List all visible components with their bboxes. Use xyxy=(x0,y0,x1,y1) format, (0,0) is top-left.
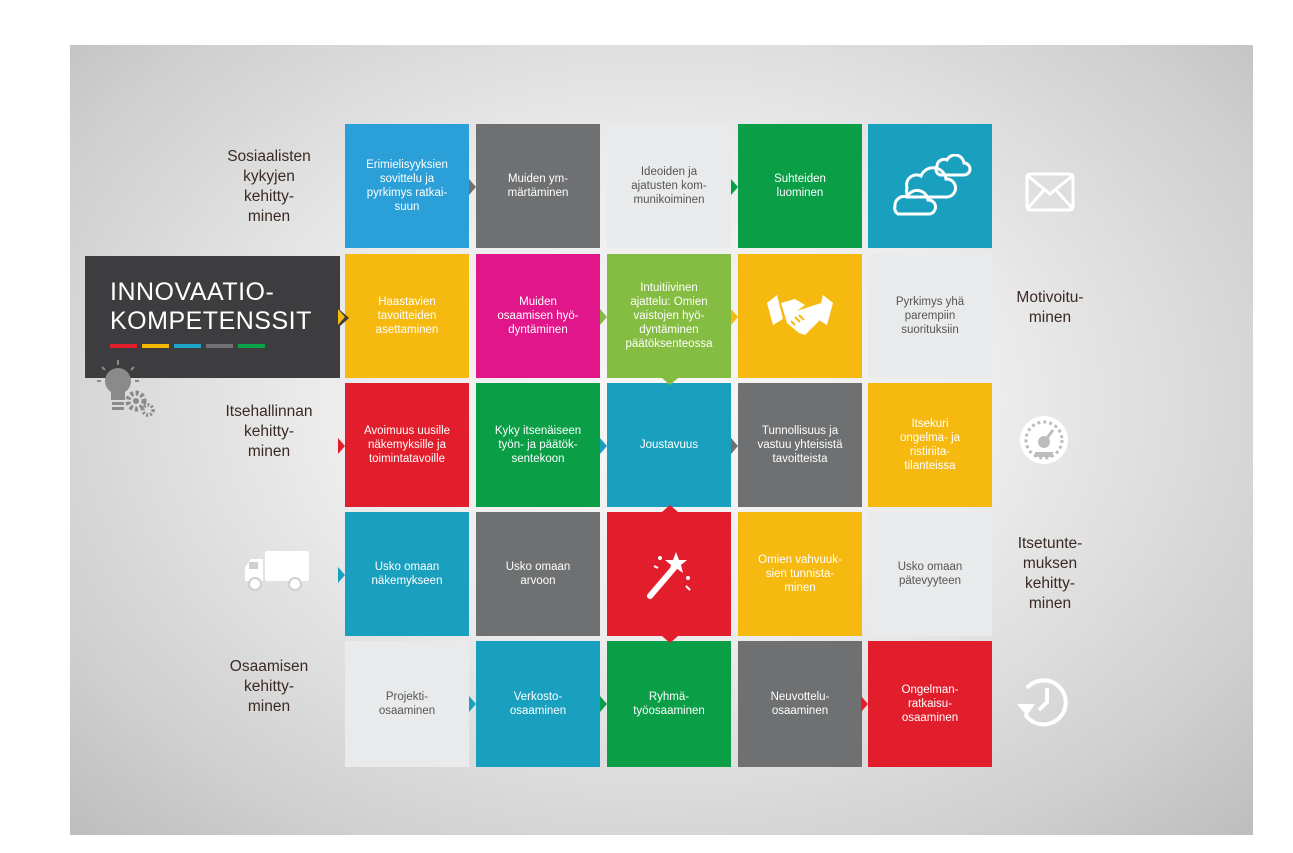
tile-label: Muiden osaamisen hyö- dyntäminen xyxy=(497,296,579,336)
tile-label: Pyrkimys yhä parempiin suorituksiin xyxy=(895,296,965,336)
history-icon xyxy=(1017,678,1068,727)
tile-arrow xyxy=(338,567,345,583)
tile-label: Neuvottelu- osaaminen xyxy=(770,691,830,717)
tile-label: Usko omaan arvoon xyxy=(505,561,571,587)
tile-label: Verkosto- osaaminen xyxy=(509,691,567,717)
tile: Haastavien tavoitteiden asettaminen xyxy=(345,254,469,378)
tile: Usko omaan arvoon xyxy=(476,512,600,636)
lightbulb-gears-icon xyxy=(97,360,155,417)
tile: Avoimuus uusille näkemyksille ja toimint… xyxy=(345,383,469,507)
title-color-bar xyxy=(238,344,265,348)
tile-arrow xyxy=(861,696,868,712)
tile-handshake xyxy=(738,254,862,378)
right-label-self-esteem: Itsetunte- muksen kehitty- minen xyxy=(1017,535,1083,612)
speedometer-icon xyxy=(1020,416,1068,464)
left-label-self-management: Itsehallinnan kehitty- minen xyxy=(225,403,313,460)
tile-label: Ideoiden ja ajatusten kom- munikoiminen xyxy=(631,166,707,206)
tile: Neuvottelu- osaaminen xyxy=(738,641,862,767)
left-label-social: Sosiaalisten kykyjen kehitty- minen xyxy=(227,148,311,225)
tile: Muiden ym- märtäminen xyxy=(476,124,600,248)
tile: Intuitiivinen ajattelu: Omien vaistojen … xyxy=(607,254,731,378)
tile-arrow xyxy=(469,179,476,195)
tile-arrow xyxy=(338,438,345,454)
tile-arrow xyxy=(731,438,738,454)
tile: Itsekuri ongelma- ja ristiriita- tilante… xyxy=(868,383,992,507)
tile: Verkosto- osaaminen xyxy=(476,641,600,767)
clouds-icon xyxy=(885,153,975,218)
truck-icon xyxy=(245,551,309,591)
title-color-bar xyxy=(110,344,137,348)
tile: Tunnollisuus ja vastuu yhteisistä tavoit… xyxy=(738,383,862,507)
tile-arrow xyxy=(600,309,607,325)
tile-arrow xyxy=(600,438,607,454)
tile-label: Ryhmä- työosaaminen xyxy=(633,691,705,717)
tile: Usko omaan näkemykseen xyxy=(345,512,469,636)
tile-arrow xyxy=(662,636,678,643)
tile-arrow xyxy=(600,696,607,712)
tile-magic-wand xyxy=(607,512,731,636)
tile: Muiden osaamisen hyö- dyntäminen xyxy=(476,254,600,378)
left-label-expertise: Osaamisen kehitty- minen xyxy=(229,658,309,715)
title-color-bar xyxy=(142,344,169,348)
tile-label: Muiden ym- märtäminen xyxy=(507,173,569,199)
title-color-bar xyxy=(174,344,201,348)
title-color-bar xyxy=(206,344,233,348)
tile: Joustavuus xyxy=(607,383,731,507)
page-title: INNOVAATIO- KOMPETENSSIT xyxy=(110,278,312,335)
tile-label: Suhteiden luominen xyxy=(774,173,826,199)
tile-label: Haastavien tavoitteiden asettaminen xyxy=(375,296,439,336)
tile-label: Joustavuus xyxy=(639,439,699,451)
tile-arrow xyxy=(731,309,738,325)
envelope-icon xyxy=(1025,172,1075,212)
tile-label: Projekti- osaaminen xyxy=(378,691,436,717)
tile-label: Avoimuus uusille näkemyksille ja toimint… xyxy=(363,425,451,465)
tile-arrow xyxy=(469,696,476,712)
tile-label: Itsekuri ongelma- ja ristiriita- tilante… xyxy=(899,418,961,472)
tile: Kyky itsenäiseen työn- ja päätök- sentek… xyxy=(476,383,600,507)
tile-label: Tunnollisuus ja vastuu yhteisistä tavoit… xyxy=(757,425,843,465)
tile-arrow xyxy=(662,505,678,512)
tile: Ryhmä- työosaaminen xyxy=(607,641,731,767)
handshake-icon xyxy=(765,291,835,341)
tile-label: Ongelman- ratkaisu- osaaminen xyxy=(901,684,959,724)
tile: Suhteiden luominen xyxy=(738,124,862,248)
tile: Ideoiden ja ajatusten kom- munikoiminen xyxy=(607,124,731,248)
tile-arrow xyxy=(731,179,738,195)
tile-label: Kyky itsenäiseen työn- ja päätök- sentek… xyxy=(494,425,582,465)
tile-clouds xyxy=(868,124,992,248)
tile-label: Usko omaan pätevyyteen xyxy=(897,561,963,587)
tile: Pyrkimys yhä parempiin suorituksiin xyxy=(868,254,992,378)
tile-label: Erimielisyyksien sovittelu ja pyrkimys r… xyxy=(366,159,448,213)
right-label-motivation: Motivoitu- minen xyxy=(1016,289,1084,326)
tile-label: Usko omaan näkemykseen xyxy=(371,561,443,587)
tile: Projekti- osaaminen xyxy=(345,641,469,767)
tile: Omien vahvuuk- sien tunnista- minen xyxy=(738,512,862,636)
magic-wand-icon xyxy=(644,546,694,602)
tile: Erimielisyyksien sovittelu ja pyrkimys r… xyxy=(345,124,469,248)
tile-label: Omien vahvuuk- sien tunnista- minen xyxy=(758,554,842,594)
tile-label: Intuitiivinen ajattelu: Omien vaistojen … xyxy=(625,282,713,350)
tile-arrow xyxy=(662,378,678,385)
tile-arrow xyxy=(338,309,345,325)
tile: Usko omaan pätevyyteen xyxy=(868,512,992,636)
tile: Ongelman- ratkaisu- osaaminen xyxy=(868,641,992,767)
